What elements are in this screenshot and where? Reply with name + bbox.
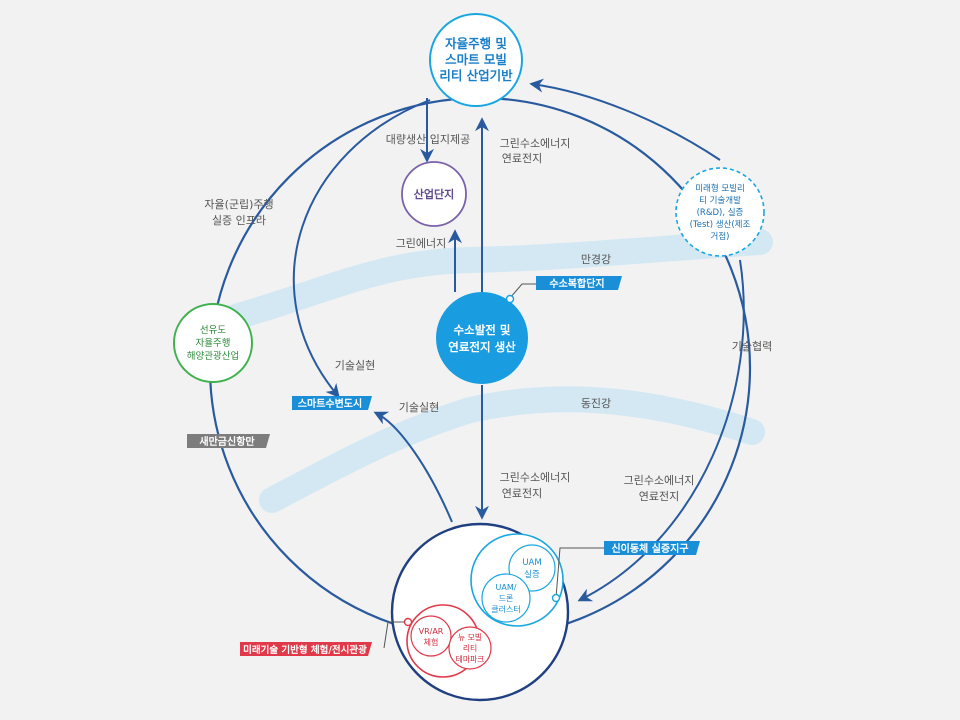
node-left <box>173 303 253 383</box>
label-autonomous-infra-2: 실증 인프라 <box>212 214 266 227</box>
node-left-line1: 선유도 <box>200 325 226 336</box>
label-green-h2-bottom-2: 연료전지 <box>502 487 542 500</box>
label-tech-realize-1: 기술실현 <box>335 359 375 372</box>
node-industrial <box>401 161 467 227</box>
arrow-to-test-zone <box>577 259 745 602</box>
node-top-line1: 자율주행 및 <box>445 36 507 51</box>
node-right-line4: (Test) 생산(제조 <box>690 219 751 230</box>
label-river-mangyeong: 만경강 <box>581 253 611 266</box>
uam-drone-line3: 클러스터 <box>491 605 520 614</box>
node-right-line1: 미래형 모빌리 <box>695 183 745 194</box>
node-center-line1: 수소발전 및 <box>454 323 511 337</box>
arrow-bottom-to-smartcity <box>373 411 453 523</box>
theme-park-line3: 테마파크 <box>456 655 485 664</box>
river-dongjin <box>259 386 765 513</box>
tag-smart-city: 스마트수변도시 <box>298 397 362 410</box>
node-left-line2: 자율주행 <box>196 337 231 349</box>
label-autonomous-infra-1: 자율(군립)주행 <box>204 198 273 211</box>
tag-saemangeum-port: 새만금신항만 <box>199 435 255 448</box>
vr-line1: VR/AR <box>419 627 444 636</box>
node-top-ring <box>429 13 523 107</box>
uam-drone-line1: UAM/ <box>496 583 517 592</box>
node-right-line3: (R&D), 실증 <box>697 207 744 218</box>
tag-test-zone: 신이동체 실증지구 <box>611 542 688 555</box>
cluster-vr <box>410 615 452 657</box>
node-industrial-label: 산업단지 <box>414 187 454 201</box>
cluster-theme-park <box>448 626 492 670</box>
node-center-line2: 연료전지 생산 <box>448 340 516 354</box>
label-tech-realize-2: 기술실현 <box>399 401 439 414</box>
label-green-h2-bottom-1: 그린수소에너지 <box>500 471 571 484</box>
cluster-uam-drone <box>481 573 531 623</box>
vr-line2: 체험 <box>424 637 439 647</box>
marker-test-zone <box>551 593 561 603</box>
connector-hydrogen <box>509 283 540 299</box>
node-right-line5: 거점) <box>711 231 730 242</box>
marker-future-tech <box>403 617 413 627</box>
river-mangyeong <box>219 229 773 331</box>
arrow-to-top-node <box>529 78 721 161</box>
label-mass-production: 대량생산 입지제공 <box>386 133 470 146</box>
connector-future-tech <box>383 621 408 649</box>
tag-futuretech-bg <box>240 642 372 656</box>
node-center <box>436 292 528 384</box>
uam-test-line1: UAM <box>522 558 541 568</box>
marker-hydrogen <box>505 294 515 304</box>
theme-park-line1: 뉴 모빌 <box>458 632 482 642</box>
label-green-h2-right-2: 연료전지 <box>639 490 679 503</box>
label-green-h2-top-1: 그린수소에너지 <box>500 137 571 150</box>
label-green-h2-right-1: 그린수소에너지 <box>624 474 695 487</box>
label-river-dongjin: 동진강 <box>581 397 611 410</box>
connector-test-zone <box>555 547 605 599</box>
tag-port-bg <box>187 434 270 448</box>
uam-test-line2: 실증 <box>524 569 540 580</box>
label-green-energy: 그린에너지 <box>396 237 447 250</box>
theme-park-line2: 리티 <box>463 644 477 653</box>
uam-drone-line2: 드론 <box>499 594 514 603</box>
label-tech-coop: 기술협력 <box>732 340 772 353</box>
tag-future-tech: 미래기술 기반형 체험/전시관광 <box>243 644 367 656</box>
label-green-h2-top-2: 연료전지 <box>502 152 542 165</box>
node-left-line3: 해양관광산업 <box>187 350 239 362</box>
node-top-line2: 스마트 모빌 <box>445 52 507 67</box>
tag-hydrogen-bg <box>536 276 622 290</box>
tag-hydrogen-complex: 수소복합단지 <box>549 277 604 290</box>
node-right-line2: 티 기술개발 <box>699 195 741 206</box>
tag-smartcity-bg <box>292 396 372 410</box>
tag-testzone-bg <box>604 541 700 555</box>
node-top-line3: 리티 산업기반 <box>439 68 513 83</box>
node-right <box>675 167 765 257</box>
arrow-top-to-smartcity <box>292 99 431 399</box>
